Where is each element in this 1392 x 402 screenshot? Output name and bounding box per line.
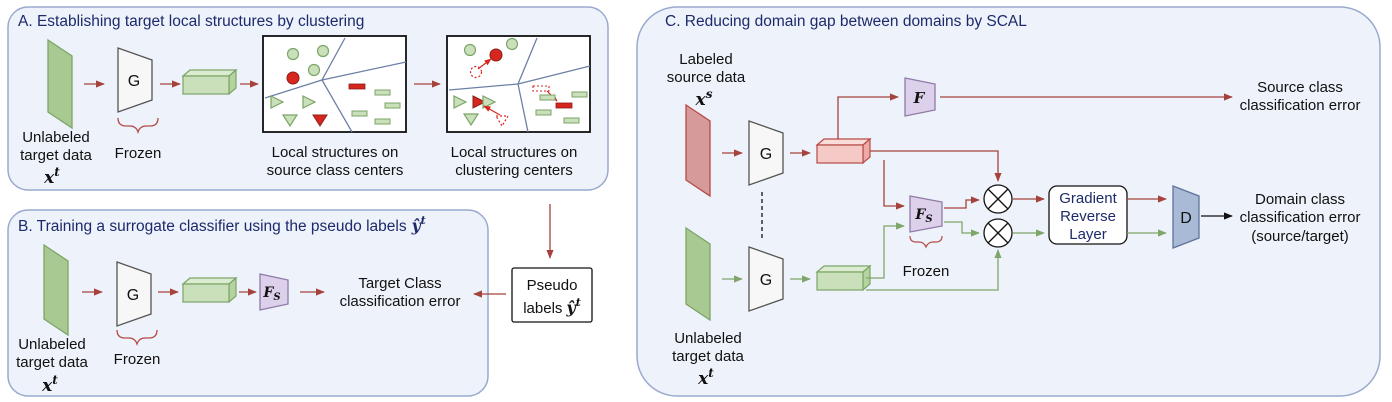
panel-b-input-slab [43,243,69,337]
panel-b-output-1: Target Class [358,275,441,292]
discriminator [1172,185,1200,249]
multiply-node-bottom [983,218,1013,248]
panel-b-frozen-label: Frozen [114,351,161,368]
panel-c-source-label-1: Labeled [679,51,732,68]
panel-b-frozen-brace [116,329,158,347]
panel-a-frozen-brace [117,117,159,135]
panel-b: B. Training a surrogate classifier using… [7,209,489,397]
panel-b-encoder [116,261,152,327]
pseudo-labels-1: Pseudo [527,277,578,294]
panel-b-classifier [259,273,289,311]
panel-c-dom-err-3: (source/target) [1251,228,1349,245]
panel-a-input-var: xt [43,165,60,188]
panel-a-box1-caption-2: source class centers [267,162,404,179]
panel-c-dom-err-2: classification error [1240,209,1361,226]
panel-a-encoder [117,47,153,113]
panel-a-title: A. Establishing target local structures … [18,13,364,30]
grl-label-3: Layer [1069,226,1107,243]
panel-a-input-label-2: target data [20,147,92,164]
panel-c-target-slab [685,226,711,322]
panel-b-title: B. Training a surrogate classifier using… [18,214,426,235]
arrow-c-fs-to-mult-bottom [944,221,980,237]
panel-c-classifier-f [904,77,936,117]
panel-c-source-slab [685,103,711,198]
panel-c-source-label-2: source data [667,69,746,86]
panel-a-box2-caption-1: Local structures on [451,144,578,161]
panel-b-input-var: xt [41,373,58,396]
panel-c-classifier-f-label: F [913,89,926,107]
arrow-c-tgt-to-mult-bottom [866,249,1002,291]
panel-c-frozen-label: Frozen [903,263,950,280]
grl-label-1: Gradient [1059,190,1117,207]
panel-c-title: C. Reducing domain gap between domains b… [665,13,1027,30]
panel-a-box1-caption-1: Local structures on [272,144,399,161]
panel-c-target-feature-box [815,264,872,292]
panel-c-source-feature-box [815,137,872,165]
panel-c-src-err-1: Source class [1257,79,1343,96]
panel-c-classifier-fs [909,195,943,233]
panel-c-target-var: xt [697,366,714,389]
panel-c-target-label-2: target data [672,348,744,365]
panel-b-background [7,209,489,397]
panel-a-frozen-label: Frozen [115,145,162,162]
panel-b-input-label-1: Unlabeled [18,336,86,353]
panel-c-encoder-bottom-label: G [760,272,772,289]
panel-a-encoder-label: G [128,73,140,90]
panel-c-target-label-1: Unlabeled [674,330,742,347]
panel-a-box2-caption-2: clustering centers [455,162,573,179]
panel-c-source-var: xs [695,87,713,110]
grl-box [1048,185,1128,245]
multiply-node-top [983,184,1013,214]
panel-c-encoder-top-label: G [760,146,772,163]
arrow-c-tgt-to-fs [866,222,905,279]
panel-c: C. Reducing domain gap between domains b… [636,6,1381,397]
panel-a-input-label-1: Unlabeled [22,129,90,146]
panel-b-input-label-2: target data [16,354,88,371]
discriminator-label: D [1180,210,1192,227]
panel-c-classifier-fs-label: FS [914,207,932,225]
panel-c-frozen-brace [909,235,943,249]
panel-c-dom-err-1: Domain class [1255,191,1345,208]
grl-label-2: Reverse [1060,208,1116,225]
arrow-c-fs-to-mult-top [944,196,980,209]
panel-a: A. Establishing target local structures … [7,6,609,191]
panel-c-src-err-2: classification error [1240,97,1361,114]
panel-b-encoder-label: G [127,287,139,304]
arrow-c-src-to-mult-top [870,150,1002,182]
panel-c-encoder-bottom [748,246,784,312]
panel-a-feature-box [181,68,238,96]
panel-b-output-2: classification error [340,293,461,310]
arrow-c-src-to-fs [883,160,905,210]
panel-a-structures-box-1 [262,35,407,133]
panel-c-encoder-top [748,120,784,186]
panel-b-feature-box [181,276,238,304]
panel-a-structures-box-2 [446,35,591,133]
panel-a-input-slab [47,38,73,130]
arrow-c-to-f [837,93,899,139]
panel-b-classifier-label: FS [262,285,280,303]
